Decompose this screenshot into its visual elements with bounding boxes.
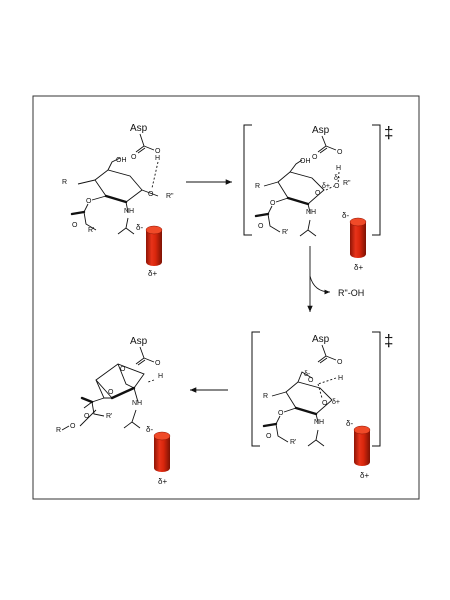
dipole-cylinder-4 [153, 431, 171, 472]
svg-text:O: O [266, 433, 272, 440]
dipole-cylinder-2 [349, 217, 367, 258]
asp-label: Asp [130, 123, 148, 134]
svg-text:NH: NH [132, 400, 142, 407]
svg-text:δ+: δ+ [322, 183, 330, 190]
svg-text:R": R" [343, 180, 351, 187]
svg-text:O: O [120, 366, 126, 373]
svg-text:δ-: δ- [146, 425, 153, 434]
leaving-group-label: R"-OH [338, 288, 364, 298]
svg-text:O: O [70, 423, 76, 430]
svg-text:O: O [337, 359, 343, 366]
svg-text:O: O [308, 377, 314, 384]
svg-text:δ+: δ+ [354, 263, 363, 272]
dipole-cylinder-3 [353, 425, 371, 466]
panel-product: Asp O H O O NH O R' O R δ- δ+ [56, 336, 171, 486]
svg-text:O: O [155, 360, 161, 367]
svg-text:R': R' [106, 413, 112, 420]
svg-text:O: O [337, 149, 343, 156]
svg-text:O: O [334, 183, 340, 190]
svg-text:δ+: δ+ [360, 471, 369, 480]
svg-text:δ-: δ- [334, 175, 341, 182]
svg-text:O: O [148, 191, 154, 198]
svg-text:R: R [56, 427, 61, 434]
svg-text:δ-: δ- [346, 419, 353, 428]
svg-text:O: O [86, 198, 92, 205]
svg-text:OH: OH [116, 157, 127, 164]
svg-text:R': R' [282, 229, 288, 236]
svg-text:R: R [263, 393, 268, 400]
delta-plus-1: δ+ [148, 269, 157, 278]
panel-substrate: Asp O O H OH O R" R O O R' NH δ- δ+ [62, 123, 174, 278]
dipole-cylinder-1 [145, 225, 163, 266]
svg-text:δ+: δ+ [332, 399, 340, 406]
svg-text:O: O [155, 148, 161, 155]
double-dagger-1: ‡ [384, 123, 393, 142]
svg-text:NH: NH [306, 209, 316, 216]
svg-text:Asp: Asp [312, 125, 330, 136]
svg-text:O: O [270, 200, 276, 207]
svg-text:H: H [158, 373, 163, 380]
double-dagger-2: ‡ [384, 331, 393, 350]
svg-text:Asp: Asp [312, 334, 330, 345]
svg-text:H: H [155, 155, 160, 162]
svg-text:O: O [312, 154, 318, 161]
svg-text:NH: NH [124, 208, 134, 215]
svg-text:O: O [315, 190, 321, 197]
delta-minus-1: δ- [136, 223, 143, 232]
svg-text:O: O [322, 400, 328, 407]
svg-text:H: H [338, 375, 343, 382]
svg-text:R': R' [88, 227, 94, 234]
svg-text:NH: NH [314, 419, 324, 426]
svg-text:H: H [336, 165, 341, 172]
panel-transition-state-2: ‡ Asp O H O δ- O δ+ R O O R' NH δ- δ+ [251, 331, 393, 480]
svg-text:OH: OH [300, 158, 311, 165]
svg-text:O: O [72, 222, 78, 229]
panel-transition-state-1: ‡ Asp O O H OH O δ+ O R" δ- R O O R' NH [243, 123, 393, 272]
svg-text:Asp: Asp [130, 336, 148, 347]
svg-text:δ-: δ- [304, 371, 311, 378]
svg-text:O: O [258, 223, 264, 230]
svg-text:O: O [84, 413, 90, 420]
svg-text:R: R [255, 183, 260, 190]
svg-text:R": R" [166, 193, 174, 200]
svg-text:O: O [108, 389, 114, 396]
svg-text:O: O [131, 154, 137, 161]
svg-text:R: R [62, 179, 67, 186]
leaving-arrow [309, 275, 331, 295]
svg-text:R': R' [290, 439, 296, 446]
figure-frame [32, 95, 420, 500]
svg-text:δ+: δ+ [158, 477, 167, 486]
svg-text:O: O [278, 410, 284, 417]
svg-text:δ-: δ- [342, 211, 349, 220]
